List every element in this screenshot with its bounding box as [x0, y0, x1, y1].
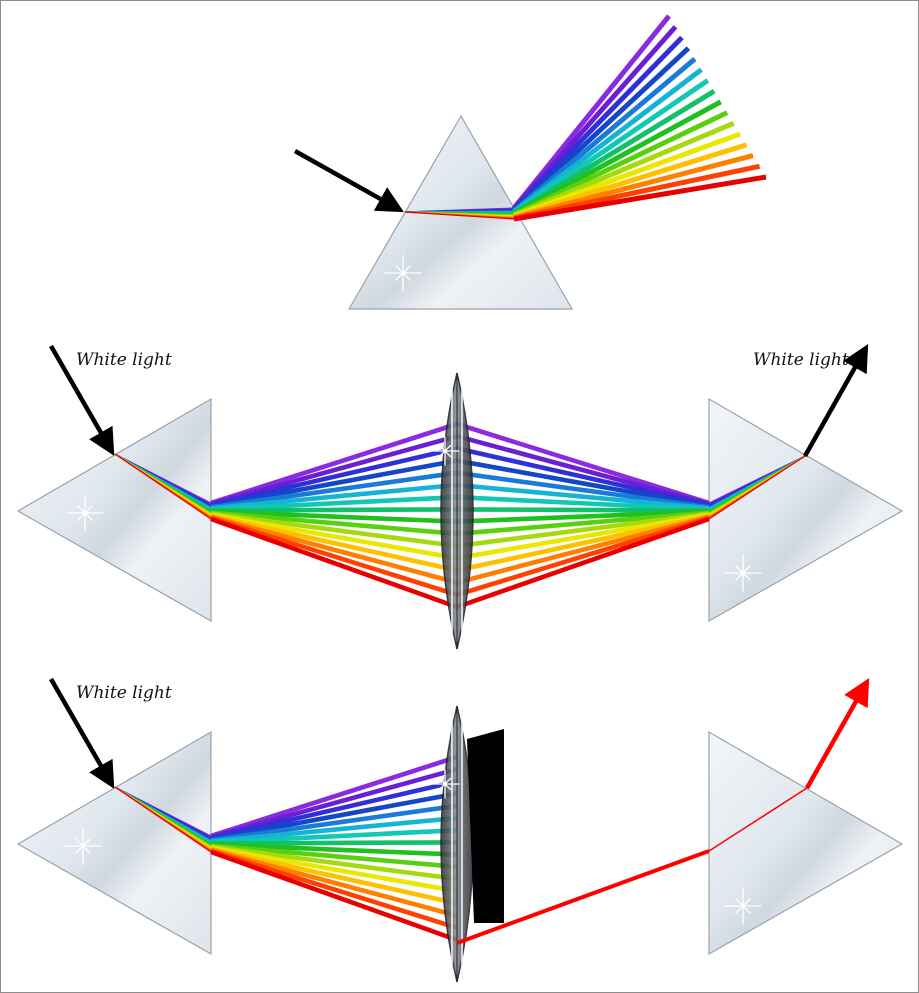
sparkle-icon-core — [740, 903, 746, 909]
sparkle-icon-core — [740, 570, 746, 576]
middle-lens — [440, 372, 474, 650]
bottom-right-prism — [708, 730, 904, 956]
sparkle-icon — [64, 827, 102, 865]
top-spectrum-ray — [512, 67, 703, 214]
bottom-red-exit-arrow — [805, 678, 870, 790]
top-spectrum-ray — [513, 153, 754, 220]
bottom-blocking-mask — [467, 729, 504, 923]
spectrum-ray — [210, 791, 458, 842]
spectrum-ray — [210, 849, 458, 943]
sparkle-icon-core — [400, 270, 406, 276]
bottom-white-light-label-left: White light — [76, 683, 172, 703]
sparkle-icon — [724, 887, 762, 925]
bottom-right-prism-sparkle — [724, 887, 762, 925]
middle-white-light-label-right: White light — [753, 350, 849, 370]
bottom-incident-arrow — [49, 677, 115, 789]
sparkle-icon-core — [80, 843, 86, 849]
spectrum-ray — [210, 848, 458, 930]
sparkle-icon-core — [442, 781, 448, 787]
sparkle-icon — [430, 769, 460, 799]
middle-left-prism-sparkle — [66, 494, 104, 532]
spectrum-ray — [210, 843, 458, 870]
top-spectrum-ray — [512, 46, 691, 213]
spectrum-ray — [210, 754, 458, 839]
top-spectrum-ray — [512, 99, 722, 217]
middle-right-prism-sparkle — [724, 554, 762, 592]
spectrum-ray — [210, 847, 458, 918]
bottom-spectrum-rays — [114, 754, 458, 943]
top-spectrum-ray — [512, 88, 716, 216]
top-spectrum-ray — [512, 57, 697, 213]
bottom-red-beam-in-prism — [708, 787, 808, 852]
spectrum-ray — [210, 803, 458, 843]
internal-ray — [708, 455, 806, 520]
middle-right-prism — [708, 397, 904, 623]
top-spectrum-ray — [513, 174, 767, 222]
spectrum-ray — [210, 779, 458, 841]
bottom-left-prism-sparkle — [64, 827, 102, 865]
sparkle-icon-core — [442, 448, 448, 454]
bottom-left-prism — [16, 730, 212, 956]
top-spectrum-ray — [512, 78, 710, 215]
top-spectrum-ray — [513, 131, 741, 219]
sparkle-icon — [724, 554, 762, 592]
spectrum-ray — [210, 846, 458, 906]
middle-white-light-label-left: White light — [76, 350, 172, 370]
internal-ray — [114, 786, 212, 853]
top-internal-ray — [404, 211, 515, 220]
middle-lens-sparkle — [430, 436, 460, 466]
spectrum-ray — [210, 827, 458, 845]
top-spectrum-ray — [513, 163, 761, 221]
top-spectrum-ray — [512, 110, 729, 217]
top-spectrum-ray — [513, 121, 735, 218]
sparkle-icon-core — [82, 510, 88, 516]
bottom-panel: White light — [16, 677, 904, 983]
middle-panel: White light White light — [16, 344, 904, 650]
spectrum-ray — [210, 842, 458, 857]
middle-incident-arrow — [49, 344, 115, 456]
internal-ray — [114, 453, 212, 520]
spectrum-ray — [210, 845, 458, 894]
bottom-red-beam — [456, 849, 710, 945]
middle-left-prism — [16, 397, 212, 623]
spectrum-ray — [210, 766, 458, 840]
spectrum-ray — [210, 844, 458, 882]
top-incident-arrow — [293, 149, 404, 213]
sparkle-icon — [384, 254, 422, 292]
spectrum-ray — [210, 840, 458, 846]
spectrum-ray — [210, 815, 458, 844]
sparkle-icon — [66, 494, 104, 532]
top-prism-sparkle — [384, 254, 422, 292]
sparkle-icon — [430, 436, 460, 466]
top-spectrum-ray — [513, 142, 748, 220]
middle-exit-arrow — [803, 344, 869, 458]
bottom-lens-sparkle — [430, 769, 460, 799]
top-panel — [293, 14, 767, 310]
top-dispersed-fan — [404, 14, 767, 222]
